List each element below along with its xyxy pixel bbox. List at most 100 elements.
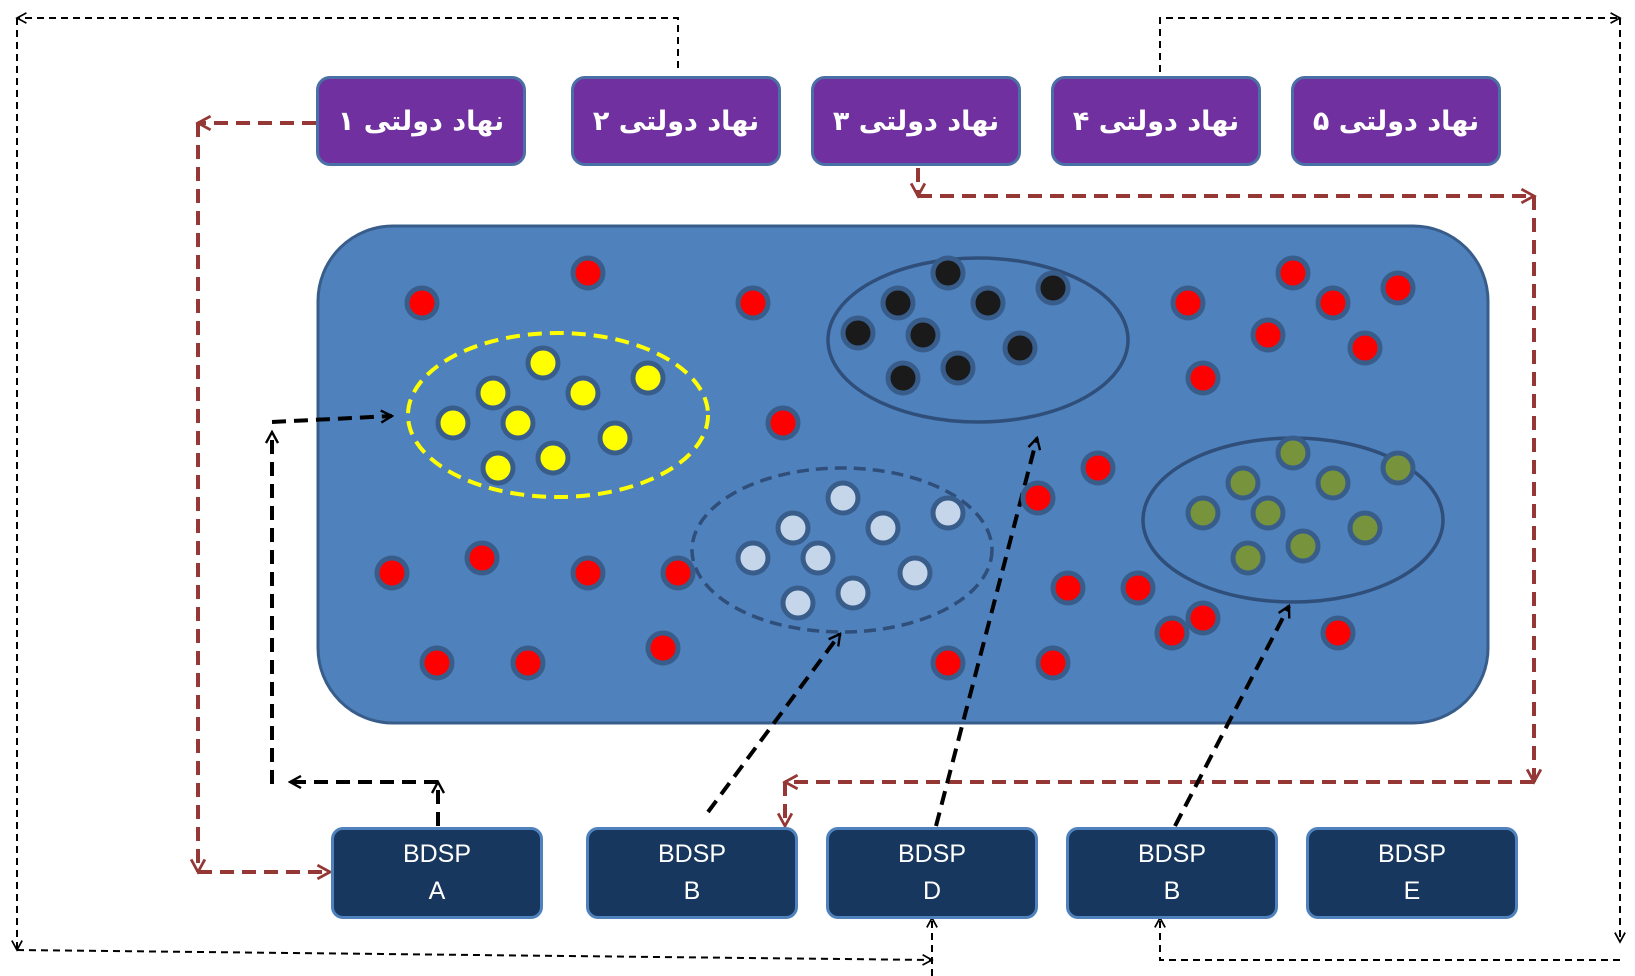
firm-dot xyxy=(735,285,771,321)
firm-dot xyxy=(480,450,516,486)
firm-dot xyxy=(835,575,871,611)
firm-dot xyxy=(1320,615,1356,651)
agency-label: نهاد دولتی ۲ xyxy=(592,105,760,137)
firm-dot xyxy=(1002,330,1038,366)
firm-dot xyxy=(1275,435,1311,471)
yellow-cluster-firms xyxy=(435,345,666,486)
firm-dot xyxy=(1185,360,1221,396)
firm-dot xyxy=(1250,317,1286,353)
firm-dot xyxy=(1285,528,1321,564)
firm-dot xyxy=(535,440,571,476)
bdsp-title: BDSP xyxy=(402,840,472,868)
firm-dot xyxy=(930,255,966,291)
bdsp-box-4: BDSP B xyxy=(1066,827,1278,919)
green-cluster-firms xyxy=(1185,435,1416,576)
firm-dot xyxy=(597,420,633,456)
agency-label: نهاد دولتی ۵ xyxy=(1312,105,1480,137)
firm-dot xyxy=(1250,495,1286,531)
firm-dot xyxy=(475,375,511,411)
bdsp-box-1: BDSP A xyxy=(331,827,543,919)
firm-dot xyxy=(1035,645,1071,681)
firm-dot xyxy=(880,285,916,321)
bdsp-title: BDSP xyxy=(657,840,727,868)
firm-dot xyxy=(565,375,601,411)
firm-dot xyxy=(1275,255,1311,291)
firm-dot xyxy=(525,345,561,381)
firm-dot xyxy=(930,645,966,681)
red-firms xyxy=(374,255,1416,681)
bdsp-box-3: BDSP D xyxy=(826,827,1038,919)
agency-label: نهاد دولتی ۱ xyxy=(337,105,505,137)
bdsp-title: BDSP xyxy=(1137,840,1207,868)
firm-dot xyxy=(570,555,606,591)
firm-dot xyxy=(1020,480,1056,516)
firm-dot xyxy=(570,255,606,291)
firm-dot xyxy=(464,540,500,576)
firm-dot xyxy=(1035,270,1071,306)
bdsp-title: BDSP xyxy=(1377,840,1447,868)
firm-dot xyxy=(930,495,966,531)
firm-dot xyxy=(660,555,696,591)
bdsp-code: A xyxy=(428,877,446,905)
bdsp-code: E xyxy=(1403,877,1421,905)
bdsp-title: BDSP xyxy=(897,840,967,868)
agency-box-5: نهاد دولتی ۵ xyxy=(1291,76,1501,166)
firm-dot xyxy=(1230,540,1266,576)
agency-box-4: نهاد دولتی ۴ xyxy=(1051,76,1261,166)
black-cluster-firms xyxy=(840,255,1071,396)
lightblue-cluster-firms xyxy=(735,480,966,621)
agency-box-3: نهاد دولتی ۳ xyxy=(811,76,1021,166)
firm-dot xyxy=(765,405,801,441)
firm-dot xyxy=(885,360,921,396)
firm-dot xyxy=(1185,600,1221,636)
bdsp-code: D xyxy=(922,877,942,905)
firm-dot xyxy=(1380,270,1416,306)
firm-dot xyxy=(630,360,666,396)
firm-dot xyxy=(1315,465,1351,501)
firm-dot xyxy=(500,405,536,441)
firm-dot xyxy=(1170,285,1206,321)
firm-dot xyxy=(780,585,816,621)
bdsp-code: B xyxy=(1163,877,1181,905)
firm-dot xyxy=(865,510,901,546)
firm-dot xyxy=(510,645,546,681)
firm-dot xyxy=(897,555,933,591)
firm-dot xyxy=(1120,570,1156,606)
firm-dot xyxy=(1347,330,1383,366)
firm-dot xyxy=(735,540,771,576)
firm-dot xyxy=(905,317,941,353)
firm-dot xyxy=(419,645,455,681)
brown-support-arrows xyxy=(198,123,1534,872)
firm-dot xyxy=(840,315,876,351)
firm-dot xyxy=(1185,495,1221,531)
firm-dot xyxy=(970,285,1006,321)
firm-dot xyxy=(1154,615,1190,651)
firm-dot xyxy=(645,630,681,666)
cluster-lightblue-ellipse xyxy=(690,466,994,634)
outer-feedback-loops xyxy=(17,18,1620,976)
firm-dot xyxy=(1315,285,1351,321)
cluster-yellow-ellipse xyxy=(406,331,710,499)
agency-label: نهاد دولتی ۴ xyxy=(1072,105,1240,137)
cluster-black-ellipse xyxy=(826,256,1130,424)
firm-dot xyxy=(404,285,440,321)
firm-dot xyxy=(374,555,410,591)
firm-dot xyxy=(775,510,811,546)
firm-dot xyxy=(435,405,471,441)
firm-dot xyxy=(1380,450,1416,486)
bdsp-box-2: BDSP B xyxy=(586,827,798,919)
firm-dot xyxy=(1225,465,1261,501)
firm-dot xyxy=(825,480,861,516)
agency-box-2: نهاد دولتی ۲ xyxy=(571,76,781,166)
firm-dot xyxy=(1080,450,1116,486)
firm-dot xyxy=(940,350,976,386)
bdsp-code: B xyxy=(683,877,701,905)
agency-box-1: نهاد دولتی ۱ xyxy=(316,76,526,166)
firm-dot xyxy=(1050,570,1086,606)
firm-dot xyxy=(800,540,836,576)
firm-dot xyxy=(1347,510,1383,546)
bdsp-box-5: BDSP E xyxy=(1306,827,1518,919)
black-service-arrows xyxy=(272,416,1291,827)
agency-label: نهاد دولتی ۳ xyxy=(832,105,1000,137)
